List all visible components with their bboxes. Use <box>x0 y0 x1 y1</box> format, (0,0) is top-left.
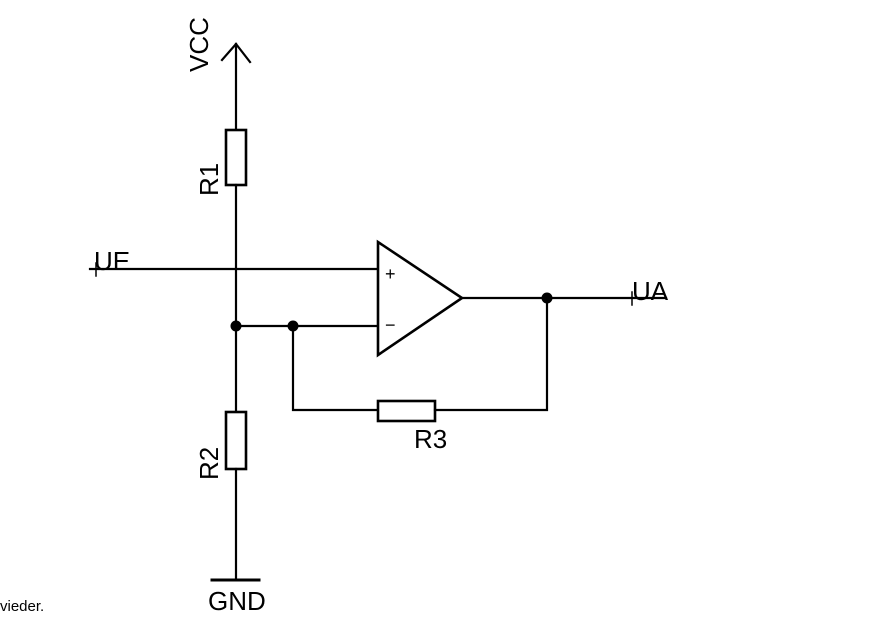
r2-label: R2 <box>194 447 224 480</box>
resistor-r1 <box>224 128 248 187</box>
resistor-r3 <box>376 399 437 423</box>
vcc-arrow-symbol <box>220 42 252 132</box>
feedback-wire-left <box>291 324 380 412</box>
r3-label: R3 <box>414 424 447 454</box>
feedback-wire-right <box>433 296 549 412</box>
r1-label: R1 <box>194 163 224 196</box>
op-amp-minus-sign: − <box>385 315 396 335</box>
op-amp <box>376 239 465 358</box>
gnd-label: GND <box>208 586 266 616</box>
junction-divider <box>230 320 242 332</box>
caption-fragment: vieder. <box>0 598 44 615</box>
resistor-r2 <box>224 410 248 471</box>
vcc-label: VCC <box>184 17 214 72</box>
ue-label: UE <box>94 246 130 276</box>
ua-label: UA <box>632 276 669 306</box>
op-amp-plus-sign: + <box>385 264 396 284</box>
